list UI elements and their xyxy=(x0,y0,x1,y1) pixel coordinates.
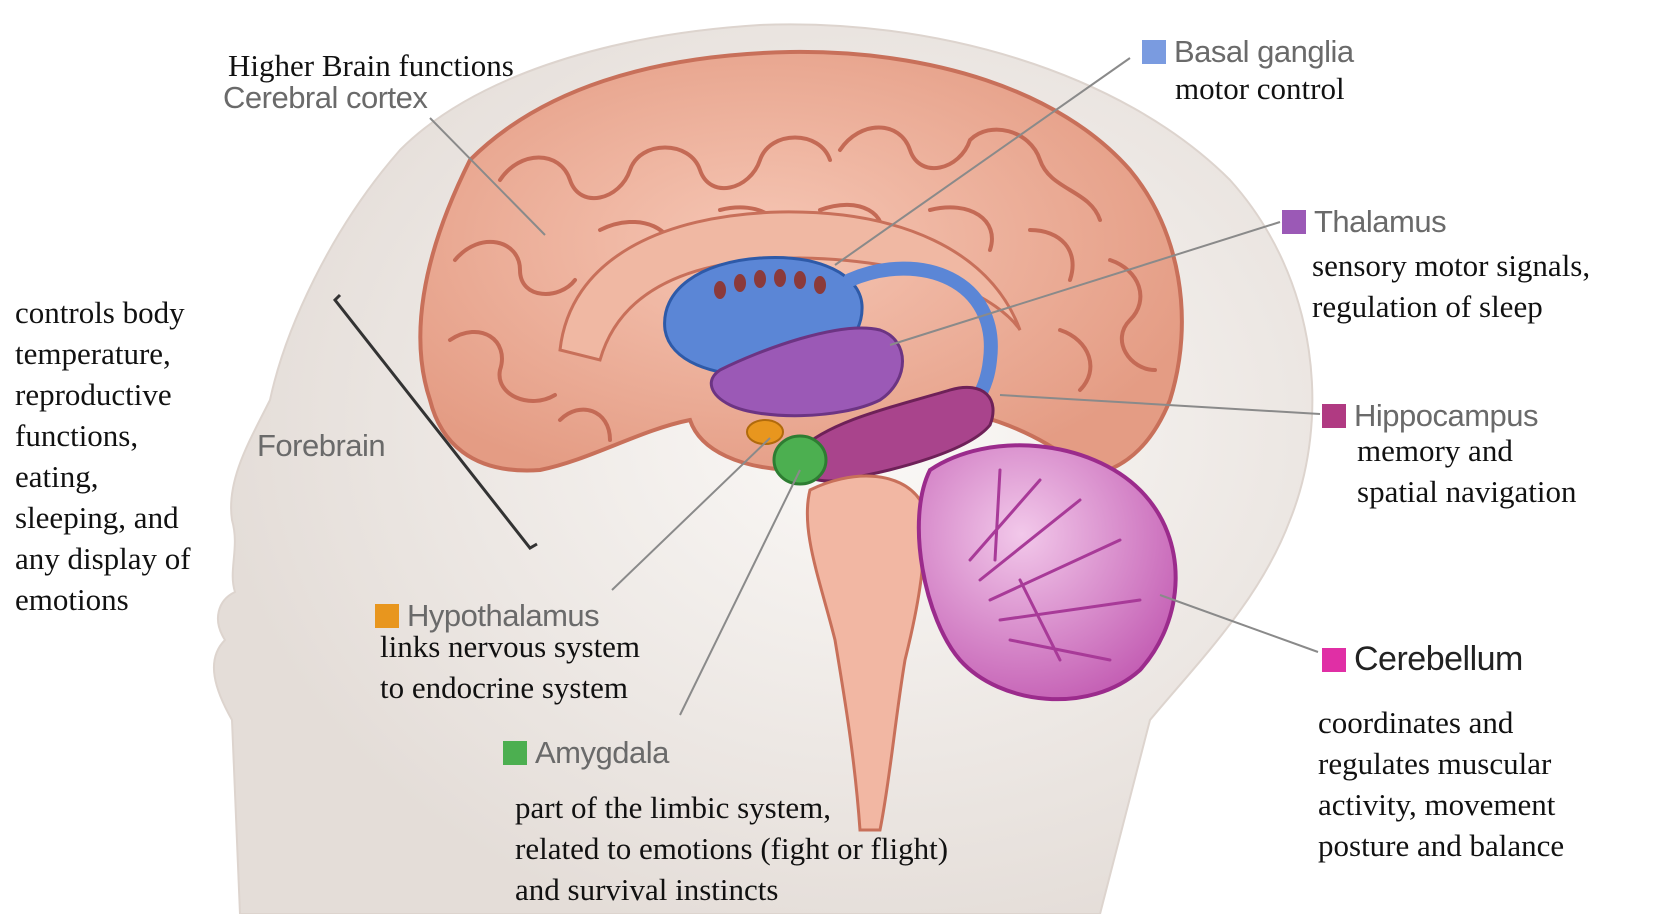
amygdala-function-line: part of the limbic system, xyxy=(515,787,948,828)
thalamus-heading: Thalamus xyxy=(1282,204,1446,240)
cerebellum-heading: Cerebellum xyxy=(1322,640,1523,679)
forebrain-label: Forebrain xyxy=(257,428,385,464)
cortex-label: Cerebral cortex xyxy=(223,80,427,116)
amygdala-function: part of the limbic system, related to em… xyxy=(515,787,948,910)
basal-ganglia-label: Basal ganglia xyxy=(1174,34,1354,70)
forebrain-function-line: sleeping, and xyxy=(15,497,191,538)
hippocampus-function-line: memory and xyxy=(1357,430,1577,471)
basal-ganglia-heading: Basal ganglia xyxy=(1142,34,1354,70)
forebrain-function-line: emotions xyxy=(15,579,191,620)
thalamus-function-line: regulation of sleep xyxy=(1312,286,1590,327)
cerebellum-function-line: activity, movement xyxy=(1318,784,1564,825)
hippocampus-function: memory and spatial navigation xyxy=(1357,430,1577,512)
hippocampus-label: Hippocampus xyxy=(1354,398,1538,434)
cerebellum-function-line: coordinates and xyxy=(1318,702,1564,743)
hypothalamus-swatch xyxy=(375,604,399,628)
hypothalamus-function-line: to endocrine system xyxy=(380,667,640,708)
forebrain-function-line: eating, xyxy=(15,456,191,497)
amygdala-label: Amygdala xyxy=(535,735,669,771)
basal-ganglia-function: motor control xyxy=(1175,68,1345,109)
amygdala-heading: Amygdala xyxy=(503,735,669,771)
amygdala-function-line: related to emotions (fight or flight) xyxy=(515,828,948,869)
forebrain-function-line: any display of xyxy=(15,538,191,579)
hippocampus-swatch xyxy=(1322,404,1346,428)
hypothalamus-function: links nervous system to endocrine system xyxy=(380,626,640,708)
cerebellum-swatch xyxy=(1322,648,1346,672)
hypothalamus-shape xyxy=(747,420,783,444)
cerebellum-function-line: regulates muscular xyxy=(1318,743,1564,784)
cerebellum-function: coordinates and regulates muscular activ… xyxy=(1318,702,1564,866)
hippocampus-heading: Hippocampus xyxy=(1322,398,1538,434)
forebrain-function-line: reproductive xyxy=(15,374,191,415)
amygdala-swatch xyxy=(503,741,527,765)
forebrain-function-line: functions, xyxy=(15,415,191,456)
cerebellum-label: Cerebellum xyxy=(1354,640,1523,679)
basal-ganglia-swatch xyxy=(1142,40,1166,64)
thalamus-function: sensory motor signals, regulation of sle… xyxy=(1312,245,1590,327)
hypothalamus-function-line: links nervous system xyxy=(380,626,640,667)
forebrain-function-line: temperature, xyxy=(15,333,191,374)
hippocampus-function-line: spatial navigation xyxy=(1357,471,1577,512)
amygdala-function-line: and survival instincts xyxy=(515,869,948,910)
forebrain-function: controls body temperature, reproductive … xyxy=(15,292,191,620)
cerebellum-function-line: posture and balance xyxy=(1318,825,1564,866)
thalamus-swatch xyxy=(1282,210,1306,234)
thalamus-label: Thalamus xyxy=(1314,204,1446,240)
forebrain-function-line: controls body xyxy=(15,292,191,333)
amygdala-shape xyxy=(774,436,826,484)
thalamus-function-line: sensory motor signals, xyxy=(1312,245,1590,286)
